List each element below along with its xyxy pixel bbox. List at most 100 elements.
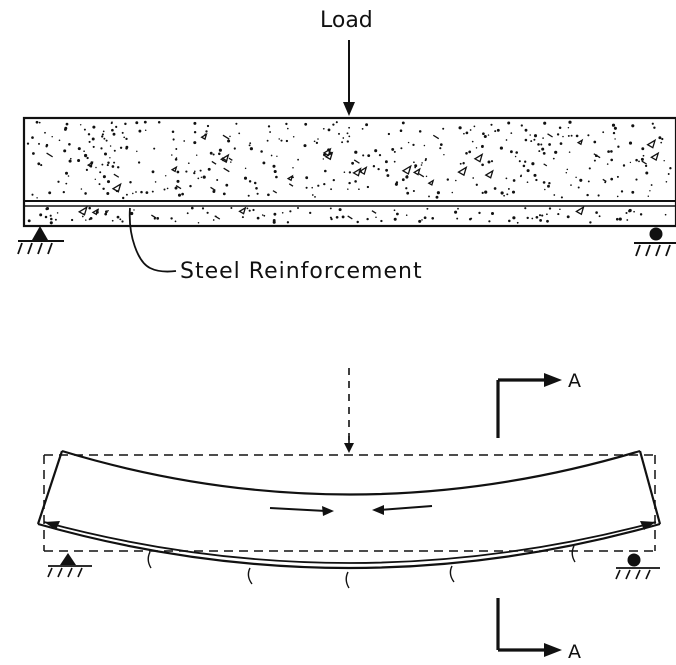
aggregate-stone	[238, 206, 247, 215]
aggregate-dot	[589, 221, 592, 224]
aggregate-dot	[205, 130, 208, 133]
aggregate-dot	[406, 191, 410, 195]
aggregate-dot	[119, 218, 122, 221]
aggregate-dot	[579, 178, 583, 182]
aggregate-dot	[197, 177, 200, 180]
aggregate-dot	[140, 190, 143, 194]
aggregate-dot	[51, 135, 53, 138]
aggregate-dot	[38, 142, 40, 145]
aggregate-stone	[353, 159, 360, 164]
aggregate-dot	[542, 152, 546, 155]
aggregate-dot	[86, 156, 89, 160]
aggregate-dot	[209, 151, 213, 155]
aggregate-dot	[490, 123, 493, 126]
aggregate-dot	[595, 211, 598, 214]
aggregate-dot	[256, 192, 259, 195]
aggregate-dot	[542, 181, 546, 184]
aggregate-dot	[129, 181, 132, 184]
aggregate-dot	[171, 130, 175, 134]
aggregate-dot	[418, 219, 422, 223]
aggregate-dot	[37, 162, 41, 166]
aggregate-dot	[442, 127, 445, 130]
aggregate-dot	[212, 219, 215, 221]
aggregate-dot	[606, 163, 609, 165]
aggregate-dot	[542, 137, 544, 139]
aggregate-dot	[105, 139, 108, 142]
aggregate-dot	[115, 125, 118, 128]
roller-support-icon	[649, 227, 663, 241]
aggregate-dot	[541, 214, 544, 217]
aggregate-dot	[451, 191, 454, 194]
aggregate-dot	[85, 219, 87, 221]
aggregate-dot	[58, 139, 61, 142]
aggregate-dot	[121, 220, 124, 223]
aggregate-dot	[272, 218, 276, 222]
aggregate-stone	[223, 167, 230, 173]
aggregate-dot	[233, 147, 236, 150]
aggregate-dot	[218, 148, 222, 152]
aggregate-dot	[628, 141, 633, 145]
aggregate-dot	[348, 135, 351, 138]
aggregate-dot	[547, 184, 550, 188]
aggregate-dot	[384, 160, 388, 164]
aggregate-stone	[228, 157, 233, 161]
aggregate-dot	[92, 125, 96, 129]
aggregate-dot	[556, 133, 560, 136]
aggregate-dot	[512, 179, 516, 182]
aggregate-dot	[405, 214, 408, 216]
aggregate-dot	[499, 146, 503, 150]
aggregate-dot	[480, 145, 484, 148]
aggregate-dot	[189, 184, 192, 188]
aggregate-dot	[457, 207, 459, 210]
aggregate-dot	[113, 161, 116, 164]
aggregate-dot	[354, 150, 358, 154]
aggregate-dot	[261, 214, 264, 216]
aggregate-dot	[649, 190, 651, 192]
aggregate-dot	[255, 187, 258, 190]
aggregate-dot	[469, 129, 472, 131]
aggregate-stone	[602, 178, 607, 183]
aggregate-stone	[543, 163, 548, 167]
aggregate-dot	[526, 181, 529, 184]
aggregate-dot	[487, 134, 490, 136]
aggregate-stone	[473, 152, 484, 163]
aggregate-dot	[541, 147, 545, 151]
aggregate-dot	[414, 166, 417, 169]
aggregate-stone	[91, 208, 99, 216]
aggregate-dot	[362, 154, 365, 157]
aggregate-dot	[49, 214, 52, 217]
aggregate-dot	[38, 121, 41, 124]
aggregate-dot	[653, 126, 656, 129]
aggregate-dot	[526, 216, 529, 220]
aggregate-dot	[80, 188, 83, 190]
aggregate-dot	[304, 122, 308, 126]
aggregate-dot	[380, 219, 383, 223]
aggregate-dot	[68, 143, 71, 146]
aggregate-dot	[151, 190, 154, 193]
aggregate-dot	[510, 132, 513, 134]
aggregate-stone	[427, 179, 435, 186]
aggregate-dot	[260, 150, 263, 153]
aggregate-dot	[138, 129, 142, 133]
aggregate-dot	[524, 138, 528, 142]
aggregate-dot	[137, 161, 141, 164]
tension-arrow-icon	[44, 521, 60, 530]
aggregate-stone	[324, 151, 334, 161]
aggregate-dot	[248, 180, 252, 183]
aggregate-dot	[102, 187, 105, 191]
aggregate-dot	[482, 132, 485, 136]
aggregate-dot	[554, 150, 558, 154]
aggregate-dot	[351, 161, 355, 165]
aggregate-dot	[559, 142, 563, 145]
aggregate-dot	[658, 136, 662, 140]
aggregate-dot	[285, 139, 289, 143]
aggregate-dot	[639, 213, 643, 216]
aggregate-dot	[423, 216, 427, 220]
flexural-cracks	[147, 545, 576, 589]
aggregate-dot	[272, 164, 276, 168]
aggregate-dot	[230, 207, 233, 209]
aggregate-dot	[366, 185, 370, 189]
aggregate-dot	[626, 219, 629, 221]
aggregate-dot	[135, 121, 139, 125]
